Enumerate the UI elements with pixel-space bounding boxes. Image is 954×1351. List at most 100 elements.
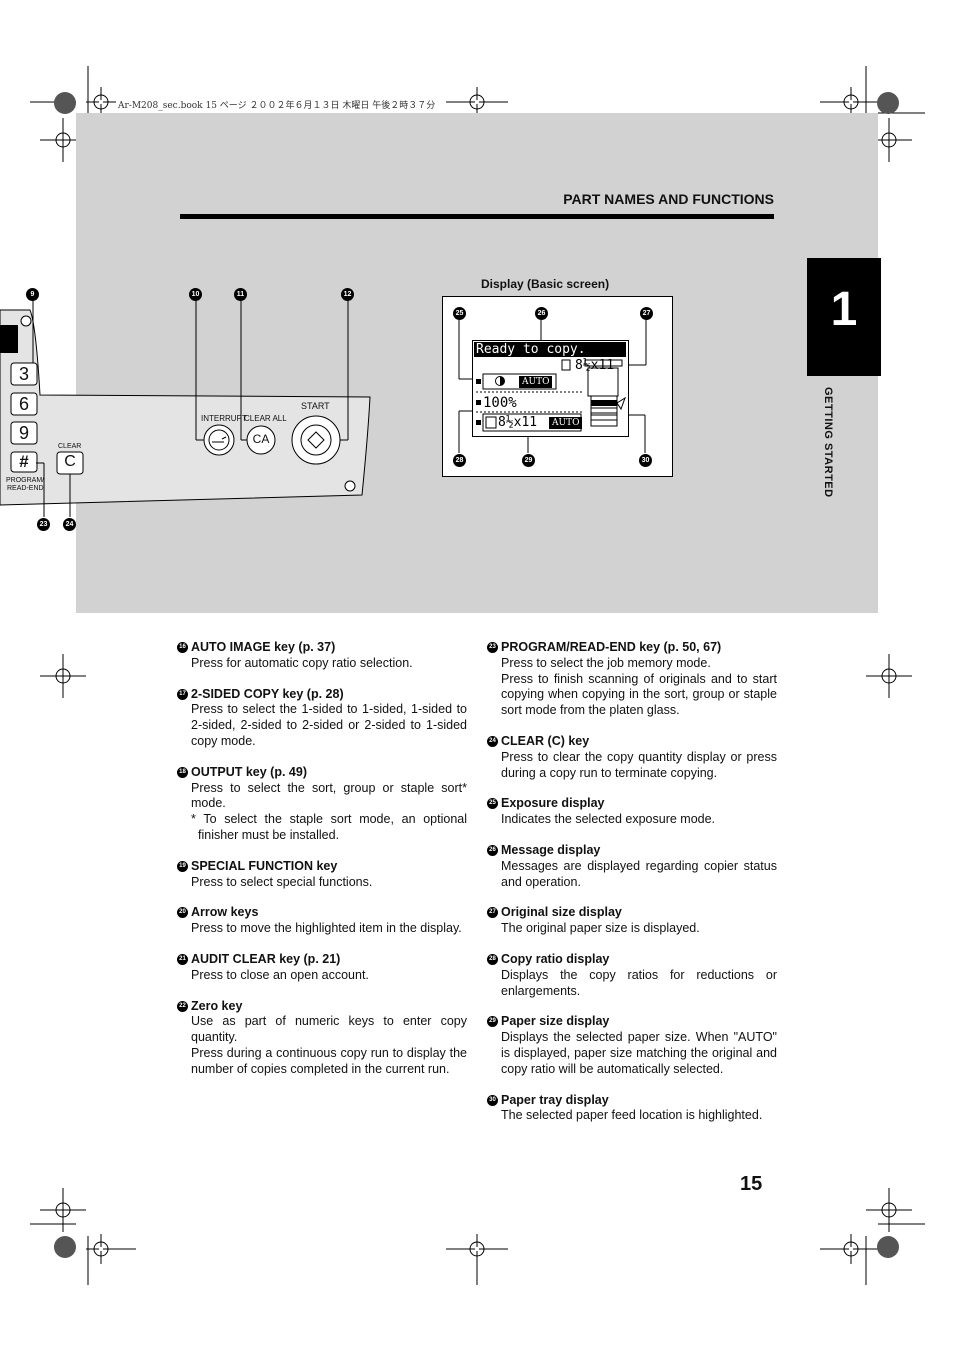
- program-label: PROGRAM/: [6, 477, 45, 484]
- item-number-badge: 21: [177, 953, 188, 965]
- page-number: 15: [740, 1173, 763, 1195]
- clear-all-key[interactable]: CA: [252, 432, 270, 446]
- original-size-display: 8½x11: [575, 358, 615, 373]
- item-number-badge: 24: [487, 735, 498, 747]
- clear-key[interactable]: C: [64, 453, 76, 470]
- item-body: The original paper size is displayed.: [487, 921, 777, 937]
- file-header: Ar-M208_sec.book 15 ページ ２００２年６月１３日 木曜日 午…: [118, 101, 436, 111]
- item-number-badge: 16: [177, 642, 188, 653]
- display-caption: Display (Basic screen): [481, 277, 610, 291]
- section-title: PART NAMES AND FUNCTIONS: [563, 191, 774, 207]
- item-title-text: Original size display: [501, 905, 622, 920]
- item-number-badge: 26: [487, 844, 498, 856]
- item-note: * To select the staple sort mode, an opt…: [191, 812, 467, 842]
- item-paragraph: The selected paper feed location is high…: [501, 1108, 763, 1123]
- callout-24: 24: [63, 518, 76, 531]
- item-paragraph: Press to select the 1-sided to 1-sided, …: [191, 702, 467, 748]
- clear-label: CLEAR: [58, 443, 82, 450]
- clear-all-label: CLEAR ALL: [244, 414, 287, 423]
- item-paragraph: The original paper size is displayed.: [501, 921, 700, 936]
- copy-ratio-display: 100%: [483, 395, 517, 411]
- callout-26: 26: [535, 307, 548, 320]
- lcd-graphics: [476, 359, 626, 432]
- callout-27: 27: [640, 307, 653, 320]
- item-number-badge: 22: [177, 1000, 188, 1012]
- interrupt-label: INTERRUPT: [201, 414, 247, 423]
- item-paragraph: Press to close an open account.: [191, 967, 369, 982]
- paper-size-display: 8½x11: [498, 415, 538, 430]
- lcd-screen: Ready to copy. 8½x11 AUTO 100% 8½x11 AUT…: [472, 340, 629, 437]
- item-title-text: Message display: [501, 842, 601, 857]
- callout-12: 12: [341, 288, 354, 301]
- item-number-badge: 20: [177, 907, 188, 919]
- item-title-text: Paper tray display: [501, 1092, 609, 1107]
- item-paragraph: Messages are displayed regarding copier …: [501, 858, 777, 889]
- item-title-text: Exposure display: [501, 796, 605, 811]
- item-paragraph: Press during a continuous copy run to di…: [191, 1045, 467, 1076]
- callout-23: 23: [37, 518, 50, 531]
- item-number-badge: 19: [177, 860, 188, 872]
- item-paragraph: Use as part of numeric keys to enter cop…: [191, 1014, 467, 1045]
- item-body: Displays the copy ratios for reductions …: [487, 968, 777, 1000]
- paper-auto-badge: AUTO: [549, 417, 583, 429]
- item-body: Press to select the job memory mode.Pres…: [487, 656, 777, 719]
- item-title-text: Copy ratio display: [501, 951, 610, 966]
- key-6[interactable]: 6: [18, 394, 29, 414]
- display-leader-lines: [458, 320, 647, 453]
- chapter-label: GETTING STARTED: [822, 387, 834, 498]
- item-body: Press to move the highlighted item in th…: [177, 921, 467, 937]
- item-body: Press for automatic copy ratio selection…: [177, 656, 467, 672]
- item-number-badge: 30: [487, 1094, 498, 1106]
- item-body: Use as part of numeric keys to enter cop…: [177, 1014, 467, 1077]
- item-body: Indicates the selected exposure mode.: [487, 812, 777, 828]
- item-title-text: Paper size display: [501, 1014, 610, 1029]
- item-body: Press to select the sort, group or stapl…: [177, 781, 467, 844]
- chapter-number: 1: [830, 283, 858, 336]
- item-title-text: OUTPUT key (p. 49): [191, 764, 307, 779]
- callout-10: 10: [189, 288, 202, 301]
- operation-panel-illustration: [0, 300, 371, 517]
- item-title-text: 2-SIDED COPY key (p. 28): [191, 686, 344, 701]
- item-paragraph: Press to move the highlighted item in th…: [191, 921, 462, 936]
- item-body: Displays the selected paper size. When "…: [487, 1030, 777, 1077]
- item-body: Press to clear the copy quantity display…: [487, 750, 777, 782]
- callout-28: 28: [453, 454, 466, 467]
- item-number-badge: 18: [177, 766, 188, 778]
- item-number-badge: 28: [487, 953, 498, 965]
- key-9[interactable]: 9: [18, 423, 29, 443]
- item-paragraph: Displays the copy ratios for reductions …: [501, 967, 777, 998]
- item-title-text: AUDIT CLEAR key (p. 21): [191, 951, 341, 966]
- item-number-badge: 27: [487, 907, 498, 919]
- program-read-end-key[interactable]: #: [19, 452, 29, 471]
- item-title-text: Arrow keys: [191, 905, 259, 920]
- item-body: Press to close an open account.: [177, 968, 467, 984]
- callout-11: 11: [234, 288, 247, 301]
- item-body: Messages are displayed regarding copier …: [487, 859, 777, 891]
- item-number-badge: 29: [487, 1016, 498, 1028]
- key-3[interactable]: 3: [18, 364, 29, 384]
- item-body: The selected paper feed location is high…: [487, 1108, 777, 1124]
- callout-29: 29: [522, 454, 535, 467]
- item-paragraph: Press to select special functions.: [191, 874, 373, 889]
